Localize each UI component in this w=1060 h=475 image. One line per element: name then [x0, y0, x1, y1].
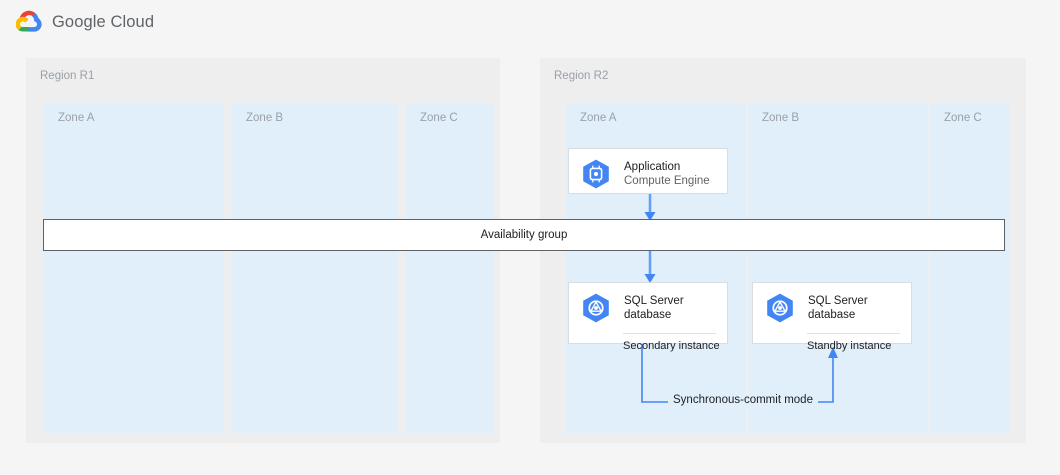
availability-group-bar: Availability group: [43, 219, 1005, 251]
card-content: SQL Server database: [569, 283, 727, 333]
page-header: Google Cloud: [0, 0, 1060, 44]
compute-engine-icon: [583, 159, 609, 189]
zone-label: Zone A: [580, 112, 617, 124]
connector-app-to-availability-group: [644, 190, 656, 221]
node-card-sql-standby[interactable]: SQL Server database Standby instance: [752, 282, 912, 352]
zone-label: Zone C: [420, 112, 458, 124]
node-card-application[interactable]: Application Compute Engine: [568, 148, 728, 194]
card-footer-instance-role: Secondary instance: [623, 333, 720, 360]
region-r2-zone-b: Zone B: [748, 103, 928, 433]
sql-server-icon: [583, 293, 609, 323]
card-content: SQL Server database: [753, 283, 911, 333]
google-cloud-logo-icon: [16, 10, 42, 32]
card-text: SQL Server database: [624, 294, 684, 322]
card-title-line2: database: [624, 309, 672, 321]
availability-group-label: Availability group: [480, 229, 568, 241]
card-title-line2: database: [808, 309, 856, 321]
card-subtitle: Compute Engine: [624, 175, 710, 187]
region-r1-zone-b: Zone B: [232, 103, 398, 433]
node-card-sql-secondary[interactable]: SQL Server database Secondary instance: [568, 282, 728, 352]
card-title: Application: [624, 161, 681, 173]
zone-label: Zone B: [246, 112, 284, 124]
card-text: SQL Server database: [808, 294, 868, 322]
region-r2-zone-c: Zone C: [930, 103, 1010, 433]
card-title-line1: SQL Server: [624, 295, 684, 307]
card-footer-instance-role: Standby instance: [807, 333, 900, 360]
region-r1-zone-a: Zone A: [44, 103, 224, 433]
sql-server-icon: [767, 293, 793, 323]
card-title-line1: SQL Server: [808, 295, 868, 307]
card-content: Application Compute Engine: [569, 149, 727, 199]
zone-label: Zone A: [58, 112, 95, 124]
synchronous-commit-label: Synchronous-commit mode: [668, 394, 818, 406]
region-r1-label: Region R1: [40, 70, 95, 82]
card-text: Application Compute Engine: [624, 160, 710, 188]
connector-availability-group-to-sql-secondary: [644, 251, 656, 283]
region-r2-label: Region R2: [554, 70, 609, 82]
region-r1-zone-c: Zone C: [406, 103, 494, 433]
zone-label: Zone C: [944, 112, 982, 124]
zone-label: Zone B: [762, 112, 800, 124]
brand-wordmark: Google Cloud: [52, 12, 155, 31]
